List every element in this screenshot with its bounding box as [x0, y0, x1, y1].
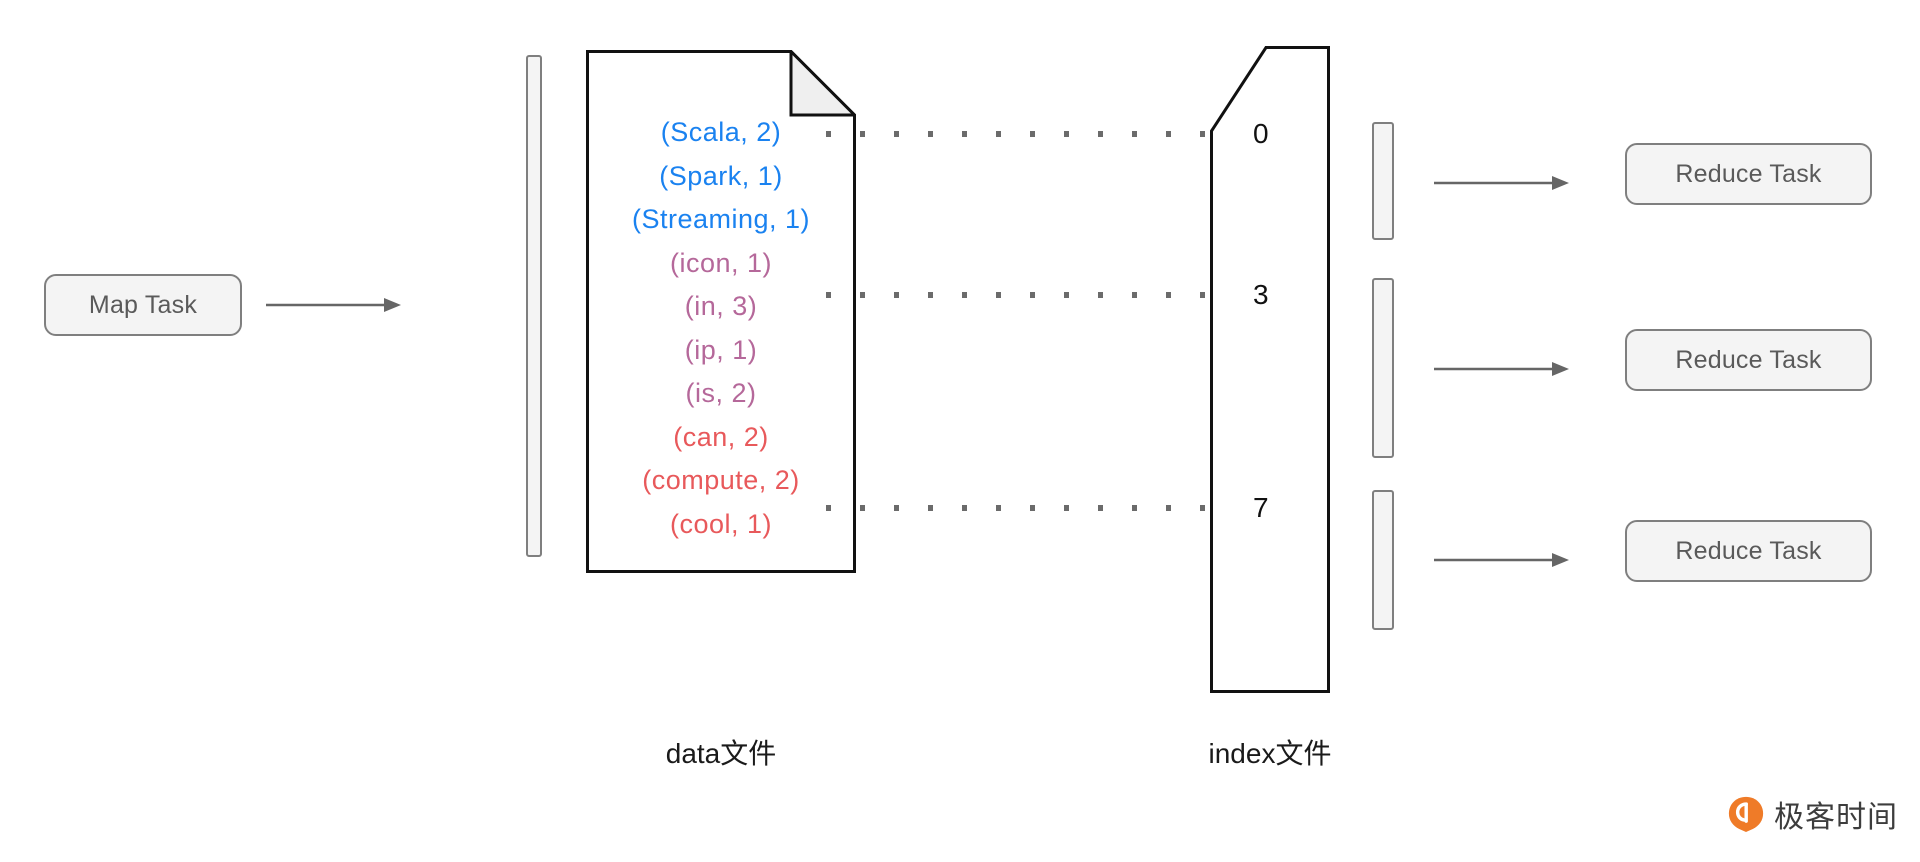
data-row: (Spark, 1): [659, 155, 783, 199]
dotted-connector-0: [826, 131, 1226, 137]
data-row-text: (Streaming,: [631, 204, 778, 234]
bracket-partition-1: [1372, 278, 1394, 458]
data-row-text: (icon,: [669, 247, 739, 278]
data-row: (icon, 1): [670, 242, 772, 286]
map-task-box[interactable]: Map Task: [44, 274, 242, 336]
geektime-logo-text: 极客时间: [1774, 801, 1898, 834]
data-row-value: 1): [732, 334, 758, 365]
data-row-text: (in,: [684, 291, 725, 321]
data-row-value: 1): [785, 204, 811, 234]
data-file-shape: [586, 50, 856, 573]
data-row: (compute, 2): [642, 459, 800, 503]
data-row: (ip, 1): [685, 329, 758, 373]
data-row: (cool, 1): [670, 503, 772, 547]
data-row-text: (cool,: [669, 508, 739, 539]
data-row-text: (can,: [673, 421, 736, 452]
arrow-map-to-data: [266, 298, 401, 312]
arrow-to-reduce-task-1: [1434, 362, 1569, 376]
data-row-value: 2): [743, 421, 769, 452]
data-row-text: (is,: [685, 378, 724, 408]
index-offset-2: 7: [1253, 492, 1269, 523]
index-file-caption: index文件: [1208, 738, 1332, 769]
reduce-task-box-2[interactable]: Reduce Task: [1625, 520, 1872, 582]
reduce-task-label: Reduce Task: [1675, 159, 1822, 188]
data-row: (is, 2): [685, 372, 756, 416]
geektime-logo-icon: [1728, 796, 1764, 833]
data-row-value: 3): [732, 291, 758, 321]
reduce-task-label: Reduce Task: [1675, 536, 1822, 565]
index-offset-1: 3: [1253, 279, 1269, 310]
reduce-task-box-1[interactable]: Reduce Task: [1625, 329, 1872, 391]
dotted-connector-2: [826, 505, 1226, 511]
data-row-value: 1): [747, 508, 773, 539]
data-row: (in, 3): [685, 285, 758, 329]
index-file-shape: [1210, 46, 1330, 693]
data-row-text: (compute,: [642, 465, 767, 495]
data-row-text: (ip,: [684, 334, 725, 365]
data-file-caption: data文件: [665, 738, 777, 769]
data-row-text: (Spark,: [659, 160, 750, 191]
index-offset-0: 0: [1253, 118, 1269, 149]
arrow-to-reduce-task-2: [1434, 553, 1569, 567]
bracket-data-file-left: [526, 55, 542, 557]
bracket-partition-2: [1372, 490, 1394, 630]
data-row-value: 2): [731, 378, 757, 408]
map-task-label: Map Task: [88, 290, 198, 319]
reduce-task-box-0[interactable]: Reduce Task: [1625, 143, 1872, 205]
arrow-to-reduce-task-0: [1434, 176, 1569, 190]
data-row-value: 2): [756, 117, 782, 147]
data-row-value: 2): [774, 465, 800, 495]
reduce-task-label: Reduce Task: [1675, 345, 1822, 374]
data-row-value: 1): [747, 247, 773, 278]
dotted-connector-1: [826, 292, 1226, 298]
data-file-rows: (Scala, 2) (Spark, 1) (Streaming, 1) (ic…: [586, 111, 856, 546]
data-row-text: (Scala,: [660, 117, 749, 147]
data-row: (can, 2): [673, 416, 769, 460]
data-row: (Streaming, 1): [632, 198, 810, 242]
geektime-logo: 极客时间: [1727, 792, 1898, 836]
bracket-partition-0: [1372, 122, 1394, 240]
data-row-value: 1): [757, 160, 783, 191]
data-row: (Scala, 2): [661, 111, 782, 155]
